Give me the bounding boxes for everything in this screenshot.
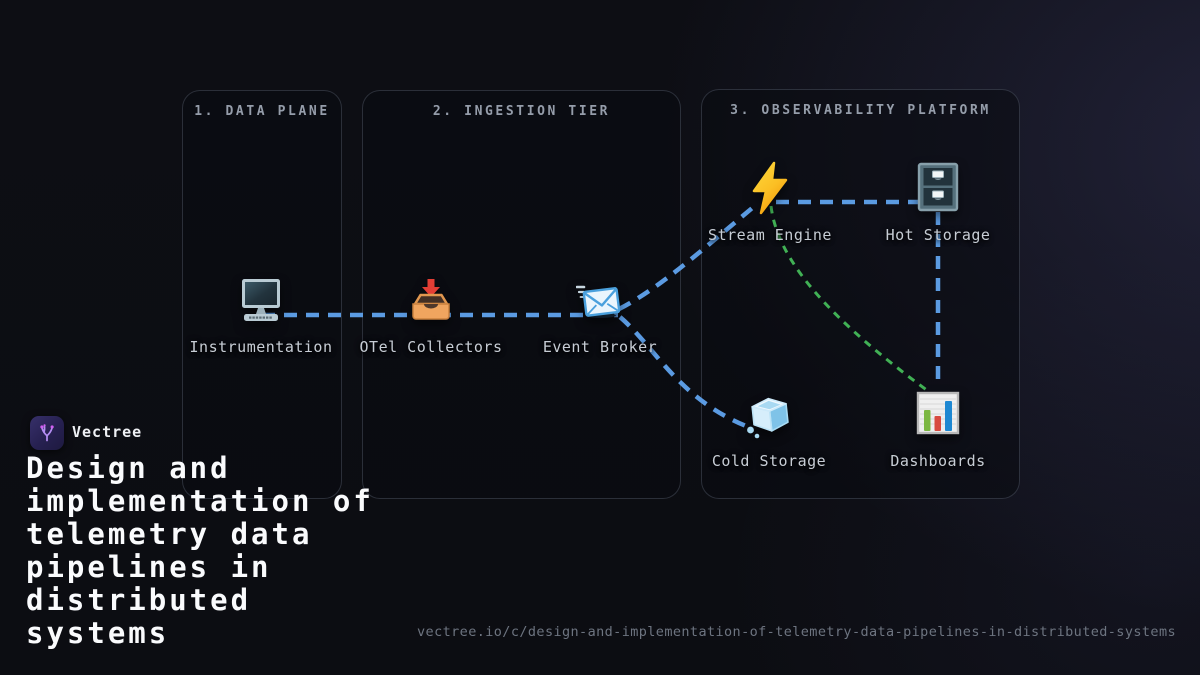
title-line: telemetry data (26, 517, 313, 551)
node-label-cold-storage: Cold Storage (711, 452, 827, 470)
panel-data-plane: 1. DATA PLANE (182, 90, 342, 499)
node-label-instrumentation: Instrumentation (189, 338, 333, 356)
node-label-stream-engine: Stream Engine (708, 226, 832, 244)
page-title: Design and implementation of telemetry d… (26, 452, 374, 650)
vectree-logo-icon (30, 416, 64, 450)
panel-title: 1. DATA PLANE (194, 104, 330, 119)
panel-title: 3. OBSERVABILITY PLATFORM (730, 103, 991, 118)
incoming-envelope-icon (575, 278, 624, 326)
desktop-computer-icon (237, 276, 285, 324)
ice-cube-icon (744, 388, 796, 442)
node-label-otel-collectors: OTel Collectors (359, 338, 503, 356)
bar-chart-icon (914, 389, 962, 437)
file-cabinet-icon (915, 162, 961, 212)
brand-name: Vectree (72, 423, 143, 441)
title-line: systems (26, 616, 170, 650)
lightning-bolt-icon (745, 161, 795, 215)
title-line: implementation of (26, 484, 374, 518)
canonical-url: vectree.io/c/design-and-implementation-o… (417, 624, 1176, 640)
inbox-tray-icon (407, 278, 455, 326)
node-label-hot-storage: Hot Storage (885, 226, 991, 244)
title-line: Design and (26, 451, 231, 485)
panel-title: 2. INGESTION TIER (432, 104, 611, 119)
title-line: pipelines in (26, 550, 272, 584)
node-label-event-broker: Event Broker (542, 338, 658, 356)
title-line: distributed (26, 583, 252, 617)
node-label-dashboards: Dashboards (890, 452, 986, 470)
